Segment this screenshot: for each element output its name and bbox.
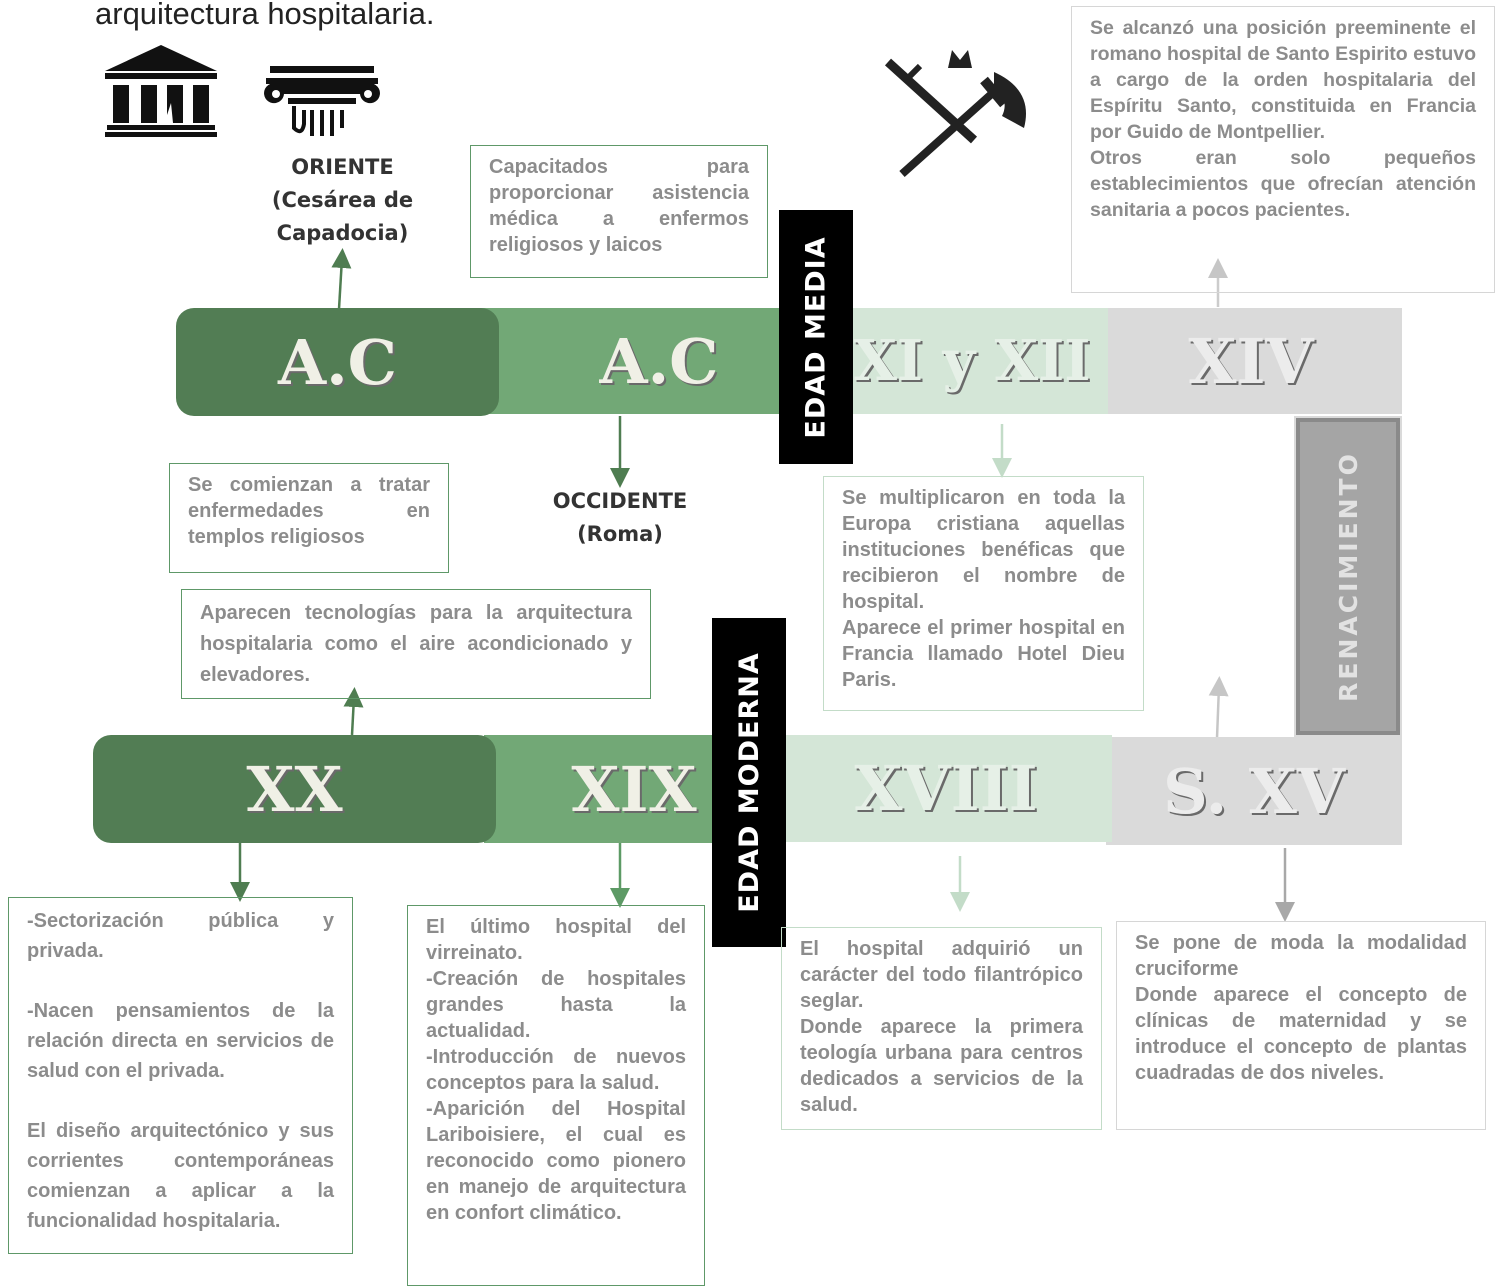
timeline-segment-xviii: XVIII <box>780 735 1112 842</box>
timeline-segment-xx: XX <box>93 735 496 843</box>
box-tecnologias: Aparecen tecnologías para la arquitectur… <box>181 589 651 699</box>
ionic-column-icon <box>264 66 380 136</box>
era-edad-moderna: EDAD MODERNA <box>712 618 786 947</box>
timeline-segment-s-xv: S. XV <box>1106 737 1402 845</box>
label-occidente: OCCIDENTE (Roma) <box>552 489 688 546</box>
timeline-segment-ac-1: A.C <box>176 308 499 416</box>
arrow-xv-up <box>1208 676 1229 739</box>
era-renacimiento: RENACIMIENTO <box>1296 418 1400 735</box>
box-capacitados: Capacitados para proporcionar asistencia… <box>470 145 768 278</box>
box-xviii: El hospital adquirió un carácter del tod… <box>781 927 1102 1130</box>
timeline-segment-xi-xii: XI y XII <box>836 308 1108 414</box>
box-xi-xii: Se multiplicaron en toda la Europa crist… <box>823 476 1144 711</box>
page-title-fragment: arquitectura hospitalaria. <box>95 0 435 31</box>
era-edad-media: EDAD MEDIA <box>779 210 853 464</box>
box-xix: El último hospital del virreinato. -Crea… <box>407 905 705 1286</box>
box-xv: Se pone de moda la modalidad cruciforme … <box>1116 921 1486 1130</box>
arrow-ac-oriente <box>331 248 352 310</box>
greek-temple-icon <box>105 45 217 137</box>
label-oriente: ORIENTE (Cesárea de Capadocia) <box>271 155 414 245</box>
arrow-xx-up <box>343 687 364 736</box>
crossed-sword-axe-crown-icon <box>884 50 1026 177</box>
box-xiv: Se alcanzó una posición preeminente el r… <box>1071 6 1495 293</box>
box-templos: Se comienzan a tratar enfermedades en te… <box>169 463 449 573</box>
box-xx: -Sectorización pública y privada. -Nacen… <box>8 897 353 1254</box>
timeline-segment-xiv: XIV <box>1100 308 1402 414</box>
